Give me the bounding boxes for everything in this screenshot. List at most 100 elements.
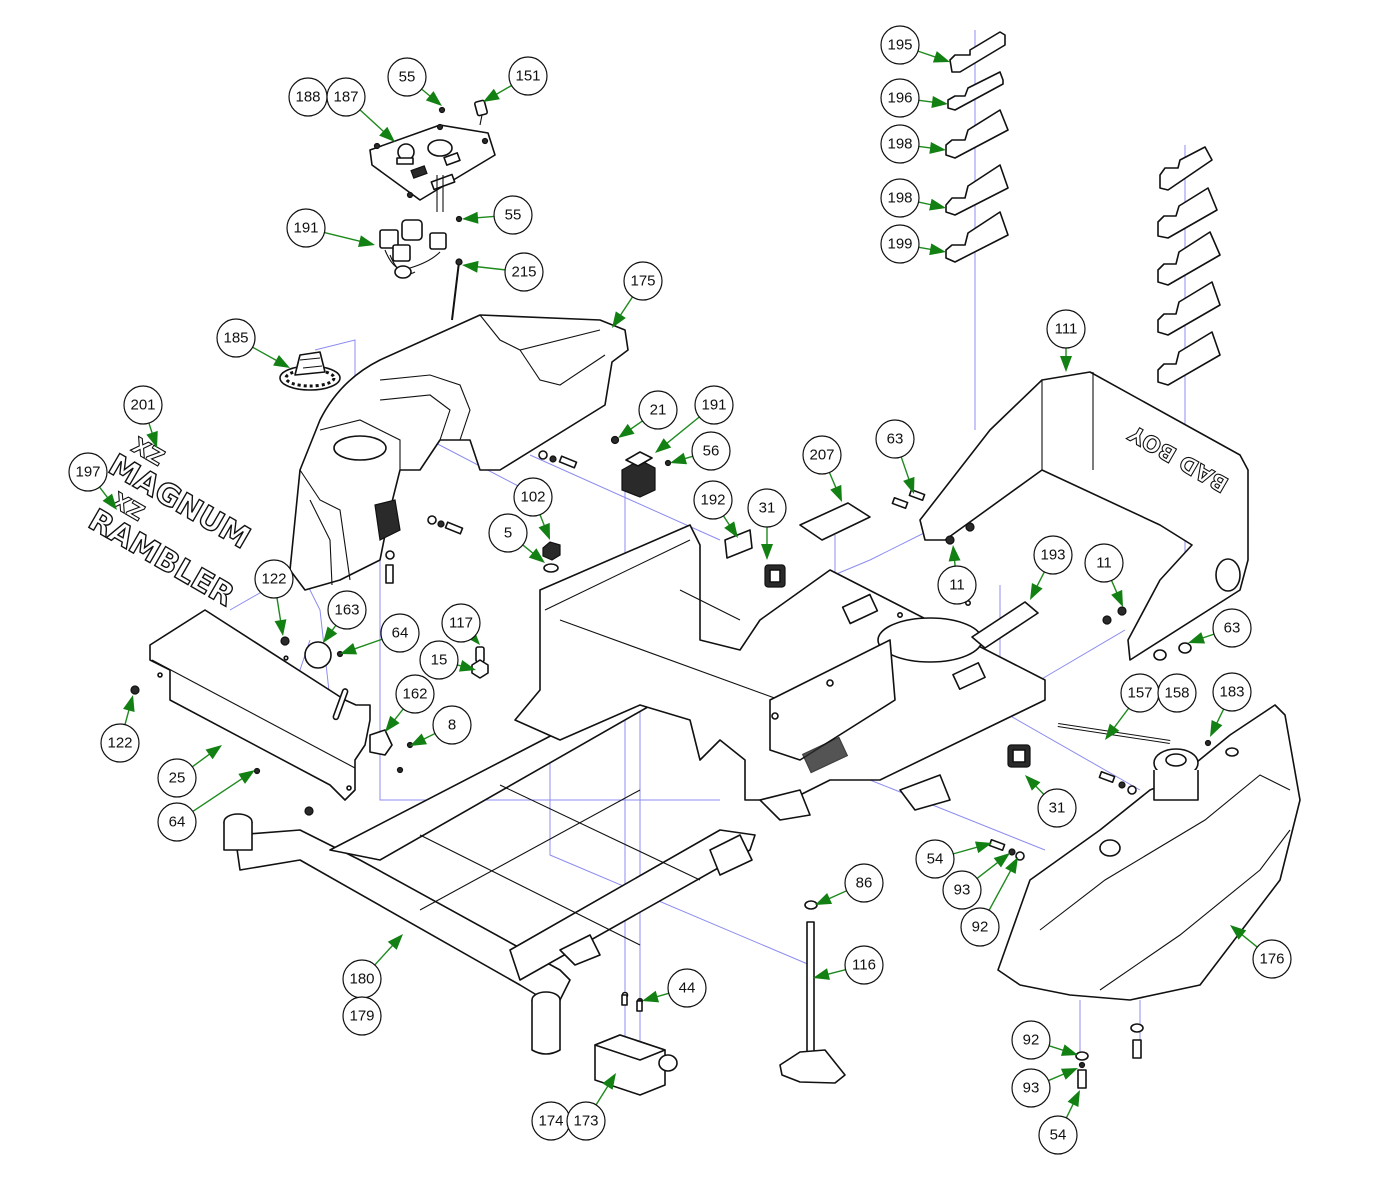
callout-44[interactable]: 44: [667, 968, 707, 1008]
leader-line: [359, 109, 389, 136]
callout-191[interactable]: 191: [286, 208, 326, 248]
callout-122[interactable]: 122: [254, 559, 294, 599]
leader-arrowhead: [387, 934, 403, 950]
callout-number: 86: [856, 875, 873, 892]
callout-55[interactable]: 55: [387, 57, 427, 97]
callout-117[interactable]: 117: [441, 603, 481, 643]
callout-number: 163: [334, 602, 359, 619]
callout-92[interactable]: 92: [960, 907, 1000, 947]
callout-number: 54: [927, 851, 944, 868]
relay-191: [610, 435, 672, 498]
callout-185[interactable]: 185: [216, 318, 256, 358]
callout-number: 64: [169, 814, 186, 831]
callout-54[interactable]: 54: [915, 839, 955, 879]
callout-188[interactable]: 188: [288, 77, 328, 117]
callout-111[interactable]: 111: [1046, 309, 1086, 349]
callout-191[interactable]: 191: [694, 385, 734, 425]
callout-11[interactable]: 11: [937, 565, 977, 605]
callout-bubble: [380, 613, 420, 653]
callout-195[interactable]: 195: [880, 25, 920, 65]
leader-arrowhead: [1005, 857, 1018, 874]
callout-8[interactable]: 8: [432, 705, 472, 745]
leader-arrowhead: [903, 476, 915, 494]
callout-157[interactable]: 157: [1120, 673, 1160, 713]
leader-arrowhead: [1105, 723, 1120, 740]
callout-86[interactable]: 86: [844, 863, 884, 903]
callout-196[interactable]: 196: [880, 78, 920, 118]
callout-25[interactable]: 25: [157, 758, 197, 798]
callout-173[interactable]: 173: [566, 1101, 606, 1141]
callout-number: 63: [1224, 620, 1241, 637]
callout-180[interactable]: 180: [342, 959, 382, 999]
callout-215[interactable]: 215: [504, 252, 544, 292]
callout-number: 31: [759, 500, 776, 517]
callout-207[interactable]: 207: [802, 435, 842, 475]
callout-93[interactable]: 93: [1011, 1068, 1051, 1108]
callout-number: 63: [887, 431, 904, 448]
callout-bubble: [667, 968, 707, 1008]
callout-162[interactable]: 162: [395, 674, 435, 714]
callout-bubble: [880, 25, 920, 65]
grommets: [764, 564, 1031, 768]
callout-197[interactable]: 197: [68, 452, 108, 492]
callout-55[interactable]: 55: [493, 195, 533, 235]
callout-187[interactable]: 187: [326, 77, 366, 117]
callout-5[interactable]: 5: [488, 513, 528, 553]
leader-arrowhead: [655, 438, 672, 453]
control-panel: [369, 123, 496, 212]
callout-21[interactable]: 21: [638, 390, 678, 430]
callout-122[interactable]: 122: [100, 723, 140, 763]
callout-92[interactable]: 92: [1011, 1020, 1051, 1060]
callout-158[interactable]: 158: [1157, 673, 1197, 713]
callout-193[interactable]: 193: [1033, 535, 1073, 575]
leader-arrowhead: [929, 141, 946, 154]
callout-bubble: [493, 195, 533, 235]
callout-116[interactable]: 116: [844, 945, 884, 985]
callout-bubble: [1212, 672, 1252, 712]
callout-31[interactable]: 31: [747, 488, 787, 528]
callout-151[interactable]: 151: [508, 56, 548, 96]
leader-arrowhead: [642, 990, 660, 1003]
leader-arrowhead: [1030, 583, 1043, 600]
callout-183[interactable]: 183: [1212, 672, 1252, 712]
callout-201[interactable]: 201: [123, 385, 163, 425]
callout-number: 15: [431, 652, 448, 669]
callout-15[interactable]: 15: [419, 640, 459, 680]
callout-64[interactable]: 64: [380, 613, 420, 653]
callout-number: 111: [1055, 321, 1078, 338]
callout-number: 207: [809, 447, 834, 464]
callout-198[interactable]: 198: [880, 124, 920, 164]
callout-bubble: [844, 863, 884, 903]
leader-arrowhead: [1060, 1044, 1078, 1056]
callout-bubble: [1157, 673, 1197, 713]
callout-175[interactable]: 175: [623, 261, 663, 301]
callout-number: 116: [852, 957, 876, 974]
callout-102[interactable]: 102: [513, 477, 553, 517]
callout-174[interactable]: 174: [531, 1101, 571, 1141]
callout-179[interactable]: 179: [342, 996, 382, 1036]
callout-bubble: [68, 452, 108, 492]
callout-93[interactable]: 93: [942, 870, 982, 910]
callout-163[interactable]: 163: [327, 590, 367, 630]
leader-arrowhead: [948, 545, 961, 562]
leader-arrowhead: [724, 521, 738, 538]
callout-54[interactable]: 54: [1038, 1115, 1078, 1155]
leader-arrowhead: [274, 619, 287, 636]
callout-31[interactable]: 31: [1037, 788, 1077, 828]
leader-arrowhead: [146, 430, 158, 448]
callout-11[interactable]: 11: [1084, 543, 1124, 583]
leader-arrowhead: [1188, 632, 1206, 644]
leader-arrowhead: [425, 91, 442, 106]
leader-arrowhead: [761, 544, 773, 560]
callout-64[interactable]: 64: [157, 802, 197, 842]
callout-199[interactable]: 199: [880, 224, 920, 264]
callout-176[interactable]: 176: [1252, 939, 1292, 979]
leader-line: [988, 865, 1014, 911]
callout-198[interactable]: 198: [880, 178, 920, 218]
callout-bubble: [100, 723, 140, 763]
callout-63[interactable]: 63: [875, 419, 915, 459]
callout-56[interactable]: 56: [691, 431, 731, 471]
callout-192[interactable]: 192: [693, 480, 733, 520]
callout-number: 157: [1127, 685, 1152, 702]
callout-63[interactable]: 63: [1212, 608, 1252, 648]
